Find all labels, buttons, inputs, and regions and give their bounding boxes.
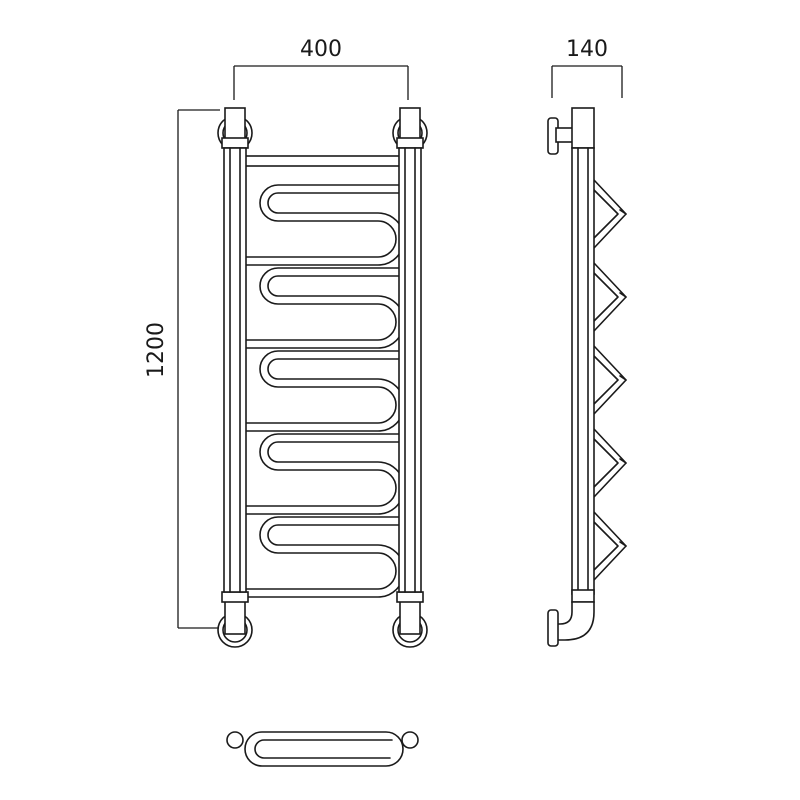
plan-loop-outer bbox=[244, 731, 404, 767]
front-loops bbox=[244, 184, 405, 598]
side-bracket bbox=[593, 179, 627, 249]
serpentine-loop bbox=[244, 516, 405, 598]
height-label: 1200 bbox=[144, 322, 169, 378]
front-view bbox=[217, 107, 428, 648]
depth-label: 140 bbox=[566, 37, 608, 62]
top-crossbar bbox=[244, 155, 401, 167]
bracket-tip bbox=[619, 375, 627, 381]
loop-outer-line bbox=[244, 267, 401, 341]
loop-outer-line bbox=[244, 433, 401, 507]
height-dimension: 1200 bbox=[144, 109, 220, 629]
left-bottom-mount bbox=[217, 591, 253, 648]
side-vertical-pipe bbox=[571, 147, 595, 595]
loop-inner-line bbox=[244, 441, 405, 515]
bracket-tip bbox=[619, 458, 627, 464]
bracket-inner-line bbox=[593, 438, 619, 488]
bracket-inner-line bbox=[593, 272, 619, 322]
bracket-tip bbox=[619, 541, 627, 547]
side-brackets bbox=[593, 179, 627, 581]
right-top-mount bbox=[392, 107, 428, 151]
loop-inner-line bbox=[244, 358, 405, 432]
bracket-tip bbox=[619, 209, 627, 215]
width-dimension: 400 bbox=[233, 37, 409, 100]
loop-outer-line bbox=[244, 184, 401, 258]
loop-outer-line bbox=[244, 350, 401, 424]
plan-left-mount bbox=[226, 731, 244, 749]
side-view bbox=[547, 107, 627, 647]
left-top-mount bbox=[217, 107, 253, 151]
side-bracket bbox=[593, 511, 627, 581]
bracket-outer-line bbox=[593, 428, 627, 498]
width-label: 400 bbox=[300, 37, 342, 62]
bracket-outer-line bbox=[593, 511, 627, 581]
depth-dimension: 140 bbox=[551, 37, 623, 98]
right-collector-pipe bbox=[398, 147, 422, 593]
loop-inner-line bbox=[244, 524, 405, 598]
bracket-outer-line bbox=[593, 345, 627, 415]
side-bracket bbox=[593, 428, 627, 498]
side-bottom-mount bbox=[547, 589, 595, 647]
plan-right-mount bbox=[401, 731, 419, 749]
side-top-mount bbox=[547, 107, 595, 155]
serpentine-loop bbox=[244, 267, 405, 349]
bracket-outer-line bbox=[593, 262, 627, 332]
serpentine-loop bbox=[244, 184, 405, 266]
bracket-inner-line bbox=[593, 355, 619, 405]
loop-inner-line bbox=[244, 192, 405, 266]
bracket-outer-line bbox=[593, 179, 627, 249]
loop-outer-line bbox=[244, 516, 401, 590]
plan-loop-inner bbox=[254, 739, 393, 759]
bracket-inner-line bbox=[593, 521, 619, 571]
bracket-tip bbox=[619, 292, 627, 298]
side-bracket bbox=[593, 345, 627, 415]
side-bracket bbox=[593, 262, 627, 332]
plan-view bbox=[226, 731, 419, 767]
bracket-inner-line bbox=[593, 189, 619, 239]
right-bottom-mount bbox=[392, 591, 428, 648]
loop-inner-line bbox=[244, 275, 405, 349]
left-collector-pipe bbox=[223, 147, 247, 593]
serpentine-loop bbox=[244, 350, 405, 432]
serpentine-loop bbox=[244, 433, 405, 515]
